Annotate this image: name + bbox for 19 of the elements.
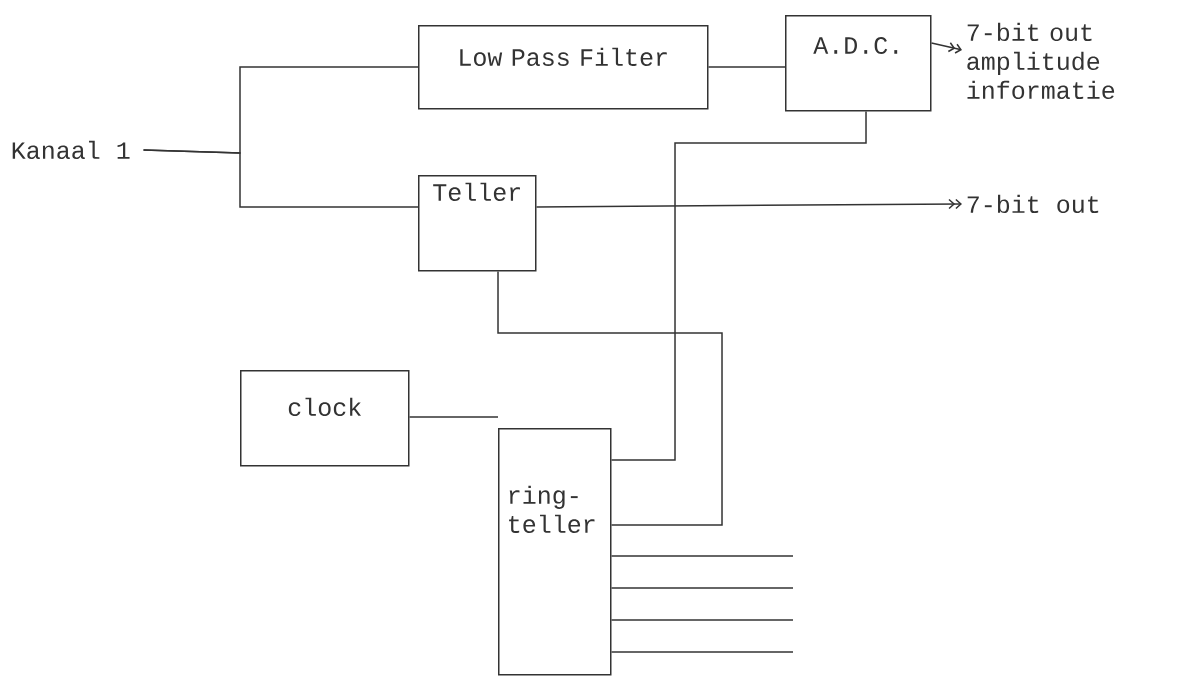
connector-line bbox=[610, 110, 867, 461]
input-label: Kanaal 1 bbox=[12, 140, 130, 160]
arrow bbox=[930, 41, 962, 54]
filter-box: Low Pass Filter bbox=[418, 25, 709, 110]
connector-line bbox=[408, 416, 499, 418]
converter-box: A.D.C. bbox=[785, 15, 932, 112]
arrow bbox=[535, 198, 962, 210]
connector-line bbox=[610, 651, 794, 653]
counter-box: ring- teller bbox=[498, 428, 612, 676]
connector-line bbox=[610, 619, 794, 621]
connector-line bbox=[610, 555, 794, 557]
connector-line bbox=[497, 270, 723, 526]
counter-box: Teller bbox=[418, 175, 537, 272]
clock-box: clock bbox=[240, 370, 410, 467]
connector-line bbox=[707, 66, 786, 68]
connector-line bbox=[610, 587, 794, 589]
output-label: 7-bit out amplitude informatie bbox=[967, 22, 1115, 100]
output-label: 7-bit out bbox=[967, 194, 1099, 214]
connector-line bbox=[142, 149, 419, 208]
